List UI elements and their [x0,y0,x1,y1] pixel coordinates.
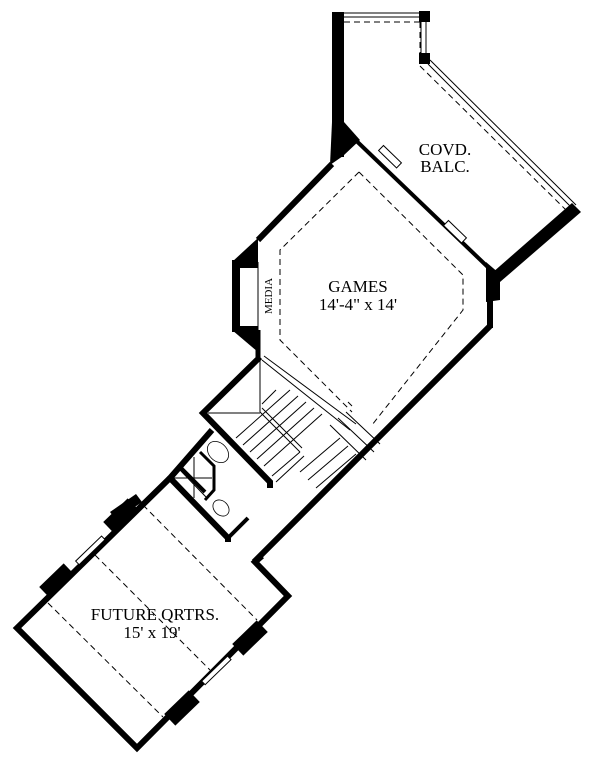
bath [165,428,250,542]
games-label: GAMES [328,277,388,296]
balcony-post [419,11,430,22]
balcony-label-line1: COVD. [419,140,471,159]
future-quarters-size: 15' x 19' [123,623,180,642]
games-size: 14'-4" x 14' [319,295,397,314]
qrtrs-window [200,655,232,686]
staircase [198,354,381,489]
future-quarters [12,475,293,753]
balcony-post [419,53,430,64]
games-room [232,122,500,565]
media-label: MEDIA [263,278,275,314]
covered-balcony [332,11,581,282]
balcony-label-line2: BALC. [420,157,470,176]
future-quarters-label: FUTURE QRTRS. [91,605,219,624]
stair-treads [235,389,381,489]
balcony-right-wall [492,203,581,282]
toilet-icon [206,440,230,464]
qrtrs-window [74,535,106,566]
games-window [377,144,403,169]
balcony-left-wall [332,12,344,157]
games-window [442,219,468,244]
sink-icon [212,499,230,517]
